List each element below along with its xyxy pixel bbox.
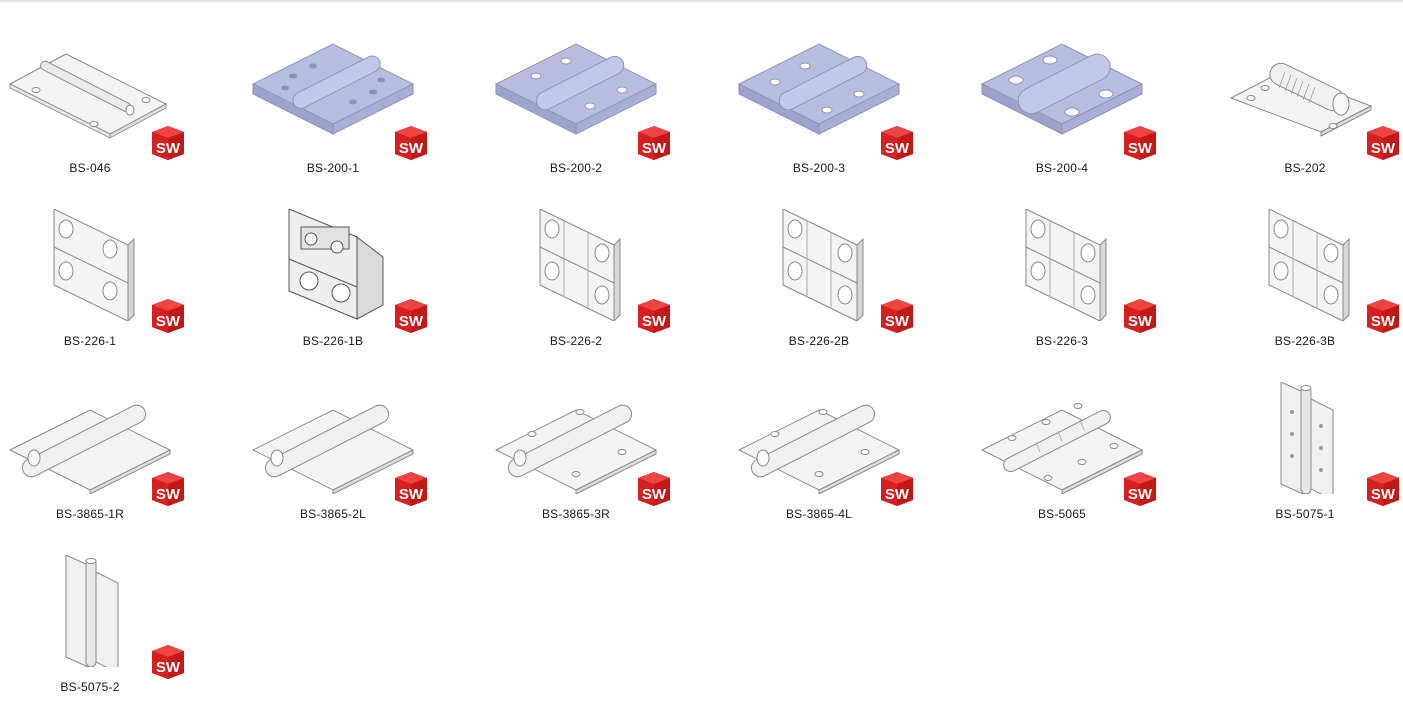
solidworks-badge-icon: SW [1120,297,1160,335]
file-name: BS-202 [1284,161,1326,175]
file-item[interactable]: SW BS-5075-2 [0,519,243,694]
file-name: BS-200-3 [792,161,846,175]
file-item[interactable]: SW BS-200-2 [486,0,729,175]
file-name: BS-226-2 [549,334,603,348]
hinge-thumbnail-icon [492,382,660,494]
file-name: BS-5075-2 [60,680,120,694]
solidworks-badge-icon: SW [1120,470,1160,508]
file-name: BS-226-2B [788,334,850,348]
file-name: BS-046 [69,161,111,175]
file-item[interactable]: SW BS-226-3B [1215,173,1403,348]
hinge-thumbnail-icon [1221,36,1389,148]
file-item[interactable]: SW BS-5065 [972,346,1215,521]
svg-text:SW: SW [885,313,910,330]
file-name: BS-200-1 [306,161,360,175]
file-item[interactable]: SW BS-3865-3R [486,346,729,521]
svg-text:SW: SW [642,486,667,503]
file-name: BS-3865-2L [299,507,367,521]
file-name: BS-226-3 [1035,334,1089,348]
hinge-thumbnail-icon [735,36,903,148]
solidworks-badge-icon: SW [877,124,917,162]
svg-text:SW: SW [885,486,910,503]
solidworks-badge-icon: SW [877,297,917,335]
svg-text:SW: SW [156,313,181,330]
svg-text:SW: SW [1371,313,1396,330]
hinge-thumbnail-icon [735,209,903,321]
top-border [0,0,1403,2]
solidworks-badge-icon: SW [877,470,917,508]
svg-text:SW: SW [1371,486,1396,503]
file-item[interactable]: SW BS-5075-1 [1215,346,1403,521]
svg-text:SW: SW [399,313,424,330]
file-name: BS-200-2 [549,161,603,175]
hinge-thumbnail-icon [6,382,174,494]
file-item[interactable]: SW BS-200-3 [729,0,972,175]
solidworks-badge-icon: SW [148,297,188,335]
hinge-thumbnail-icon [978,36,1146,148]
file-name: BS-226-1B [302,334,364,348]
solidworks-badge-icon: SW [391,470,431,508]
file-item[interactable]: SW BS-226-1B [243,173,486,348]
svg-text:SW: SW [156,659,181,676]
solidworks-badge-icon: SW [634,297,674,335]
file-item[interactable]: SW BS-046 [0,0,243,175]
file-item[interactable]: SW BS-3865-2L [243,346,486,521]
hinge-thumbnail-icon [735,382,903,494]
file-item[interactable]: SW BS-3865-1R [0,346,243,521]
svg-text:SW: SW [1371,140,1396,157]
file-item[interactable]: SW BS-226-1 [0,173,243,348]
svg-text:SW: SW [642,313,667,330]
solidworks-badge-icon: SW [1363,470,1403,508]
hinge-thumbnail-icon [978,382,1146,494]
file-item[interactable]: SW BS-200-1 [243,0,486,175]
file-item[interactable]: SW BS-226-2B [729,173,972,348]
hinge-thumbnail-icon [978,209,1146,321]
hinge-thumbnail-icon [6,36,174,148]
solidworks-badge-icon: SW [148,643,188,681]
file-item[interactable]: SW BS-200-4 [972,0,1215,175]
svg-text:SW: SW [1128,313,1153,330]
solidworks-badge-icon: SW [634,124,674,162]
file-name: BS-3865-1R [55,507,125,521]
svg-text:SW: SW [642,140,667,157]
file-name: BS-226-1 [63,334,117,348]
svg-text:SW: SW [1128,486,1153,503]
file-name: BS-5065 [1037,507,1087,521]
svg-text:SW: SW [399,486,424,503]
hinge-thumbnail-icon [1221,209,1389,321]
file-name: BS-226-3B [1274,334,1336,348]
svg-text:SW: SW [1128,140,1153,157]
hinge-thumbnail-icon [492,209,660,321]
solidworks-badge-icon: SW [1363,124,1403,162]
file-name: BS-3865-4L [785,507,853,521]
file-name: BS-3865-3R [541,507,611,521]
hinge-thumbnail-icon [249,209,417,321]
svg-text:SW: SW [399,140,424,157]
solidworks-badge-icon: SW [148,124,188,162]
file-item[interactable]: SW BS-3865-4L [729,346,972,521]
hinge-thumbnail-icon [1221,382,1389,494]
hinge-thumbnail-icon [249,36,417,148]
file-name: BS-200-4 [1035,161,1089,175]
solidworks-badge-icon: SW [391,124,431,162]
file-item[interactable]: SW BS-202 [1215,0,1403,175]
svg-text:SW: SW [885,140,910,157]
file-item[interactable]: SW BS-226-3 [972,173,1215,348]
hinge-thumbnail-icon [6,555,174,667]
solidworks-badge-icon: SW [1363,297,1403,335]
hinge-thumbnail-icon [492,36,660,148]
hinge-thumbnail-icon [6,209,174,321]
solidworks-badge-icon: SW [148,470,188,508]
svg-text:SW: SW [156,486,181,503]
hinge-thumbnail-icon [249,382,417,494]
solidworks-badge-icon: SW [634,470,674,508]
file-item[interactable]: SW BS-226-2 [486,173,729,348]
file-name: BS-5075-1 [1275,507,1335,521]
solidworks-badge-icon: SW [391,297,431,335]
solidworks-badge-icon: SW [1120,124,1160,162]
svg-text:SW: SW [156,140,181,157]
